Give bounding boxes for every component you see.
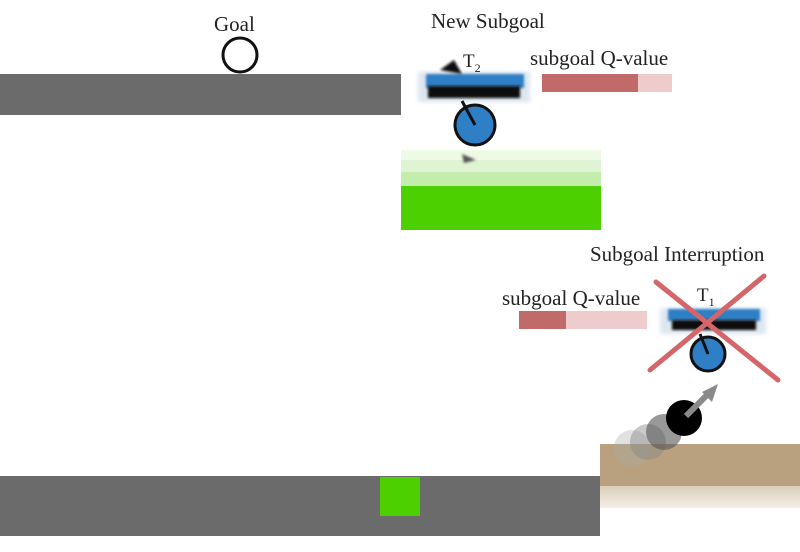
t1-label: T1 — [697, 286, 715, 308]
subgoal-interruption-label: Subgoal Interruption — [590, 242, 765, 266]
goal-label: Goal — [214, 12, 255, 36]
green-landing-block — [401, 150, 601, 230]
t1-letter: T — [697, 285, 709, 306]
subgoal-agent-t2 — [418, 60, 530, 163]
subgoal-q-value-bottom-label: subgoal Q-value — [502, 286, 641, 310]
lower-platform — [0, 476, 600, 536]
t2-letter: T — [463, 51, 475, 72]
t1-subscript: 1 — [708, 294, 715, 309]
interruption-cross — [647, 273, 781, 383]
sand-platform — [600, 444, 800, 486]
sand-platform-shadow — [600, 486, 800, 508]
new-subgoal-label: New Subgoal — [431, 9, 545, 33]
t2-subscript: 2 — [474, 60, 481, 75]
moving-agent-trail — [614, 384, 718, 466]
upper-platform — [0, 74, 401, 115]
interrupted-subgoal-q-value-bar — [519, 311, 647, 329]
t2-label: T2 — [463, 52, 481, 74]
subgoal-q-value-top-label: subgoal Q-value — [530, 46, 669, 70]
goal-circle — [221, 36, 259, 74]
small-green-block — [380, 477, 420, 516]
new-subgoal-q-value-bar — [542, 74, 672, 92]
